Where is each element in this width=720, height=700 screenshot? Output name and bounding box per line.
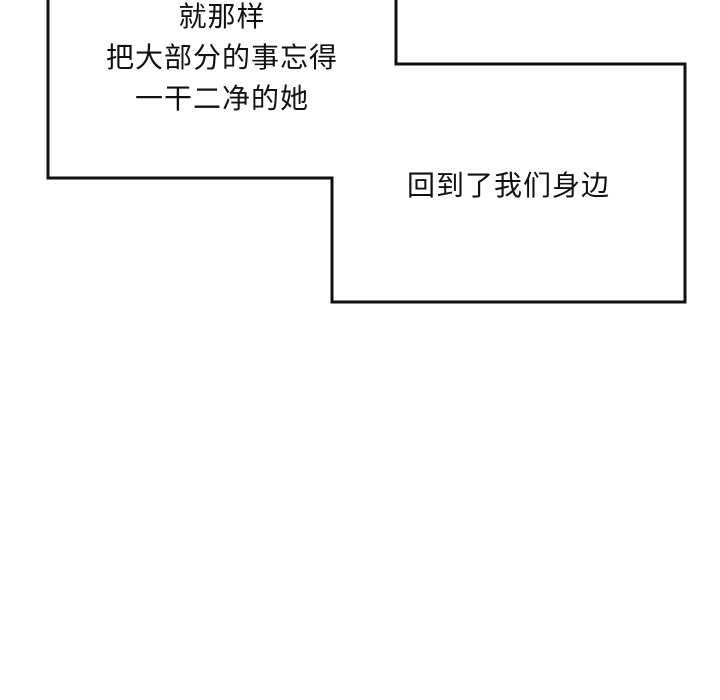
narration-caption-left: 就那样 把大部分的事忘得 一干二净的她 (48, 0, 396, 119)
caption-line: 把大部分的事忘得 (105, 41, 338, 74)
caption-line: 就那样 (178, 0, 266, 33)
caption-line: 一干二净的她 (134, 82, 309, 115)
narration-caption-right: 回到了我们身边 (332, 165, 685, 206)
caption-line: 回到了我们身边 (406, 169, 610, 202)
